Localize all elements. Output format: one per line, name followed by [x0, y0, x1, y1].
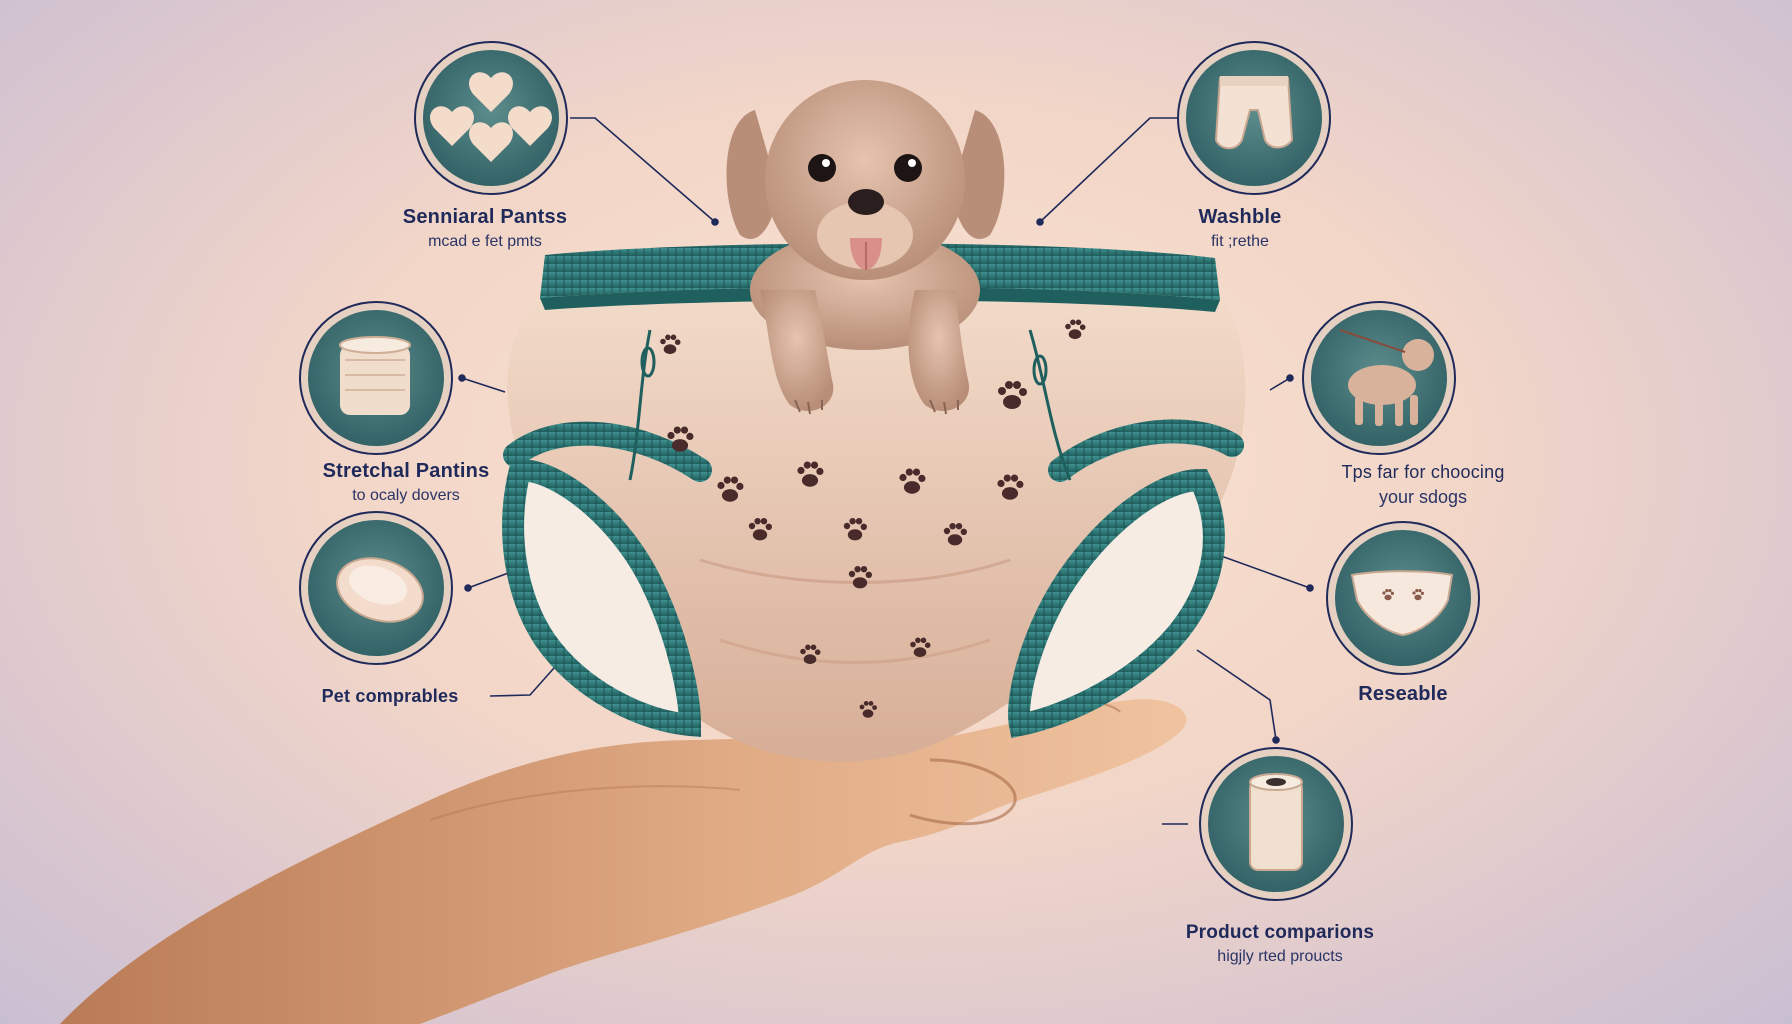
hand-illustration: [60, 689, 1187, 1024]
diaper-icon: [1350, 570, 1454, 637]
callout-pet: Pet comprables: [300, 686, 480, 707]
badge-sensory: [414, 41, 568, 195]
callout-title: Product comparions: [1185, 922, 1375, 943]
callout-stretch: Stretchal Pantins to ocaly dovers: [286, 460, 526, 505]
badge-pet: [299, 511, 453, 665]
badge-compare: [1199, 747, 1353, 901]
pants-icon: [1214, 76, 1294, 150]
badge-stretch: [299, 301, 453, 455]
callout-subtitle: higjly rted proucts: [1217, 948, 1343, 965]
callout-title: Washble: [1198, 206, 1282, 228]
pad-icon: [336, 557, 424, 623]
callout-washable: Washble fit ;rethe: [1170, 206, 1310, 251]
callout-subtitle: mcad e fet pmts: [428, 233, 542, 250]
callout-title: Pet comprables: [321, 686, 459, 706]
badge-tips: [1302, 301, 1456, 455]
callout-title: Senniaral Pantss: [402, 206, 568, 228]
roll-icon: [339, 336, 411, 415]
badge-washable: [1177, 41, 1331, 195]
callout-title: Stretchal Pantins: [322, 460, 490, 482]
callout-subtitle: fit ;rethe: [1211, 233, 1269, 250]
callout-subtitle: to ocaly dovers: [352, 487, 460, 504]
heart-cushion-icon: [430, 72, 552, 162]
pet-pants-illustration: [502, 243, 1246, 762]
callout-compare: Product comparions higjly rted proucts: [1170, 922, 1390, 966]
callout-sensory: Senniaral Pantss mcad e fet pmts: [360, 206, 610, 251]
tube-icon: [1249, 773, 1303, 871]
puppy-illustration: [726, 80, 1005, 415]
dog-icon: [1339, 329, 1434, 426]
callout-subtitle: your sdogs: [1378, 487, 1468, 507]
callout-title: Tps far for choocing: [1341, 462, 1505, 482]
callout-title: Reseable: [1358, 683, 1448, 705]
callout-tips: Tps far for choocing your sdogs: [1318, 462, 1528, 508]
badge-reusable: [1326, 521, 1480, 675]
callout-reusable: Reseable: [1338, 683, 1468, 706]
